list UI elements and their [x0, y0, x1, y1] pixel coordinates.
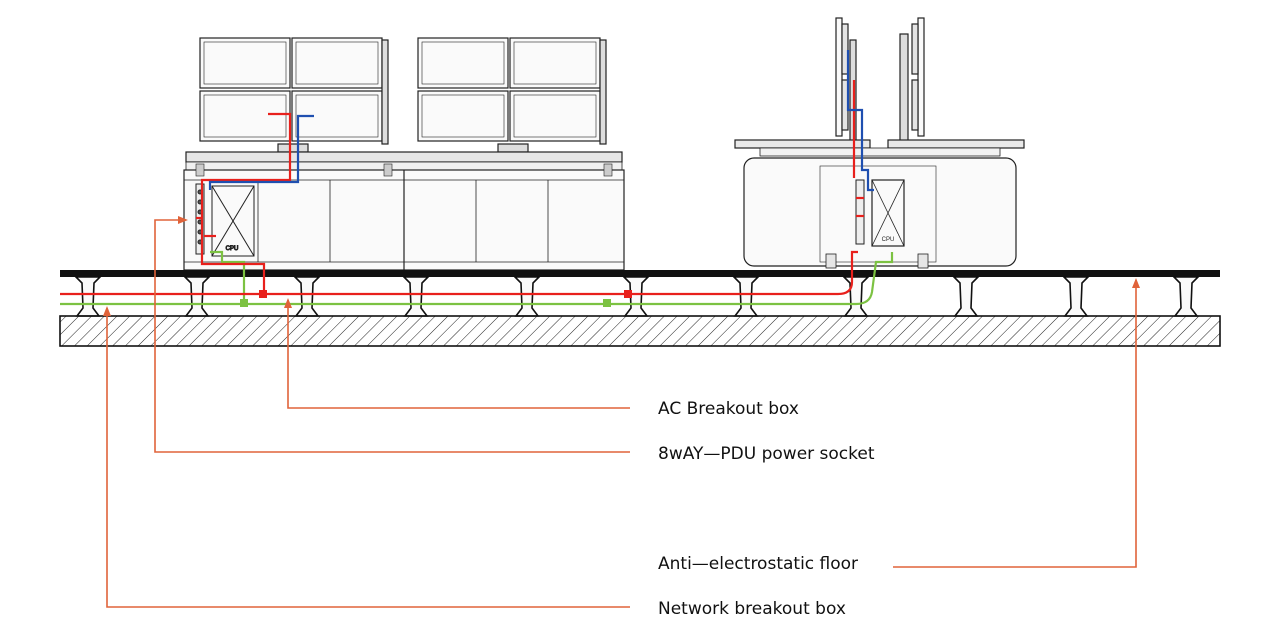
callout-network-breakout-box: Network breakout box — [658, 599, 846, 619]
callout-leaders — [103, 216, 1140, 608]
floor-pedestal — [513, 276, 541, 317]
ac-breakout-box-2 — [624, 290, 632, 298]
ac-breakout-box-1 — [259, 290, 267, 298]
callout-pdu-power-socket: 8wAY—PDU power socket — [658, 444, 875, 464]
left-cpu-box: CPU — [211, 185, 255, 257]
floor-pedestal — [1062, 276, 1090, 317]
floor-pedestal — [732, 276, 760, 317]
leader-pdu-power-socket — [154, 219, 630, 453]
callout-ac-breakout-box: AC Breakout box — [658, 399, 799, 419]
power-cabling — [60, 80, 864, 296]
network-breakout-box-1 — [240, 299, 248, 307]
network-cabling — [60, 250, 894, 306]
concrete-slab — [59, 315, 1221, 347]
monitor-bank-1 — [199, 37, 389, 153]
leader-network-breakout-box — [106, 308, 630, 608]
leader-ac-breakout-box — [287, 300, 630, 409]
left-cpu-label: CPU — [226, 246, 239, 252]
callout-anti-electrostatic-floor: Anti—electrostatic floor — [658, 554, 858, 574]
floor-pedestal — [402, 276, 430, 317]
right-monitor-stack-right — [899, 17, 925, 145]
data-cabling — [208, 50, 874, 192]
network-breakout-box-2 — [603, 299, 611, 307]
floor-pedestal — [74, 276, 102, 317]
floor-pedestal — [183, 276, 211, 317]
floor-pedestal — [1172, 276, 1200, 317]
floor-pedestal — [842, 276, 870, 317]
callout-labels: AC Breakout box 8wAY—PDU power socket An… — [658, 399, 875, 619]
raised-floor-deck — [60, 270, 1220, 277]
monitor-bank-2 — [417, 37, 607, 153]
floor-pedestal — [952, 276, 980, 317]
right-console — [734, 17, 1025, 269]
floor-pedestal — [293, 276, 321, 317]
breakout-boxes — [240, 290, 632, 307]
leader-anti-electrostatic-floor — [893, 280, 1137, 568]
right-cpu-label: CPU — [882, 237, 895, 243]
left-video-wall — [199, 37, 607, 153]
